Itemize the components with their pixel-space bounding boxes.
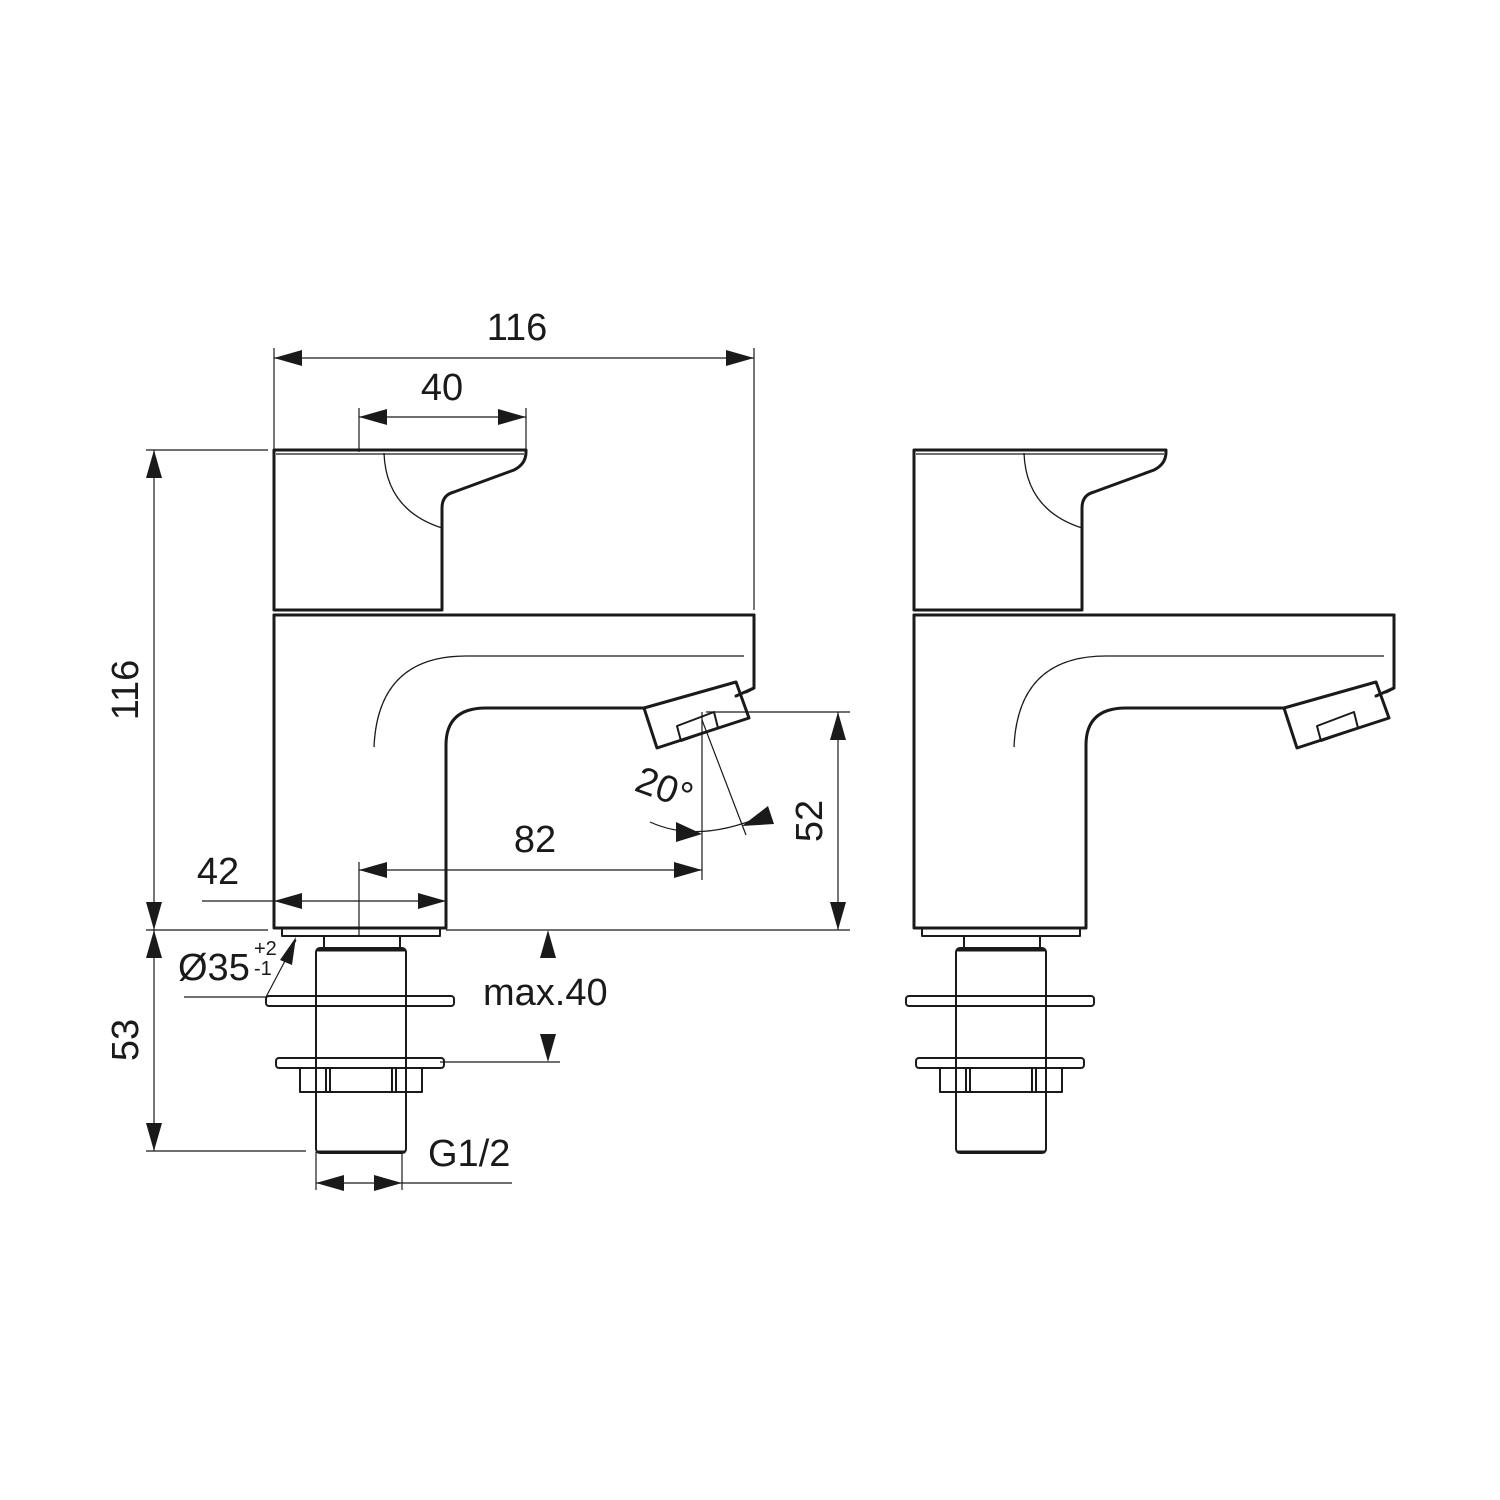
dim-max-deck: max.40	[440, 930, 608, 1063]
label-tail-length: 53	[105, 1019, 147, 1061]
label-hole-tol-minus: -1	[254, 958, 272, 980]
label-spout-reach: 82	[514, 819, 556, 861]
label-body-depth: 42	[197, 851, 239, 893]
tap-side-plain	[904, 448, 1396, 1155]
dim-body-depth: 42	[197, 851, 446, 935]
dim-overall-width: 116	[273, 307, 755, 610]
dim-hole-diameter: Ø35 +2 -1	[178, 937, 297, 998]
label-hole-tol-plus: +2	[254, 938, 277, 960]
label-thread: G1/2	[428, 1133, 510, 1175]
dim-handle-width: 40	[358, 367, 527, 452]
label-max-deck: max.40	[483, 972, 608, 1014]
dim-tail-length: 53	[105, 930, 306, 1152]
label-handle-width: 40	[421, 367, 463, 409]
dim-spout-reach: 82	[359, 712, 703, 880]
label-hole-diameter: Ø35	[178, 947, 250, 989]
label-spout-angle: 20°	[630, 759, 698, 818]
label-overall-height: 116	[105, 660, 147, 721]
dim-spout-height: 52	[446, 711, 850, 931]
label-overall-width: 116	[487, 307, 548, 349]
dim-overall-height: 116	[105, 449, 268, 931]
dim-thread: G1/2	[315, 1133, 512, 1191]
label-spout-height: 52	[789, 800, 831, 842]
